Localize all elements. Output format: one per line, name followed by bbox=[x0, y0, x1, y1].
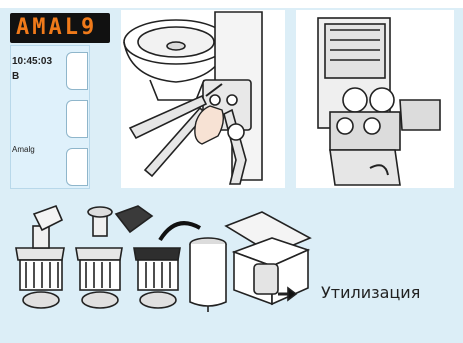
cartridge-step-1 bbox=[16, 206, 64, 308]
disposal-box bbox=[226, 212, 310, 304]
disposal-caption: Утилизация bbox=[321, 283, 420, 302]
cartridge-container bbox=[190, 238, 226, 312]
